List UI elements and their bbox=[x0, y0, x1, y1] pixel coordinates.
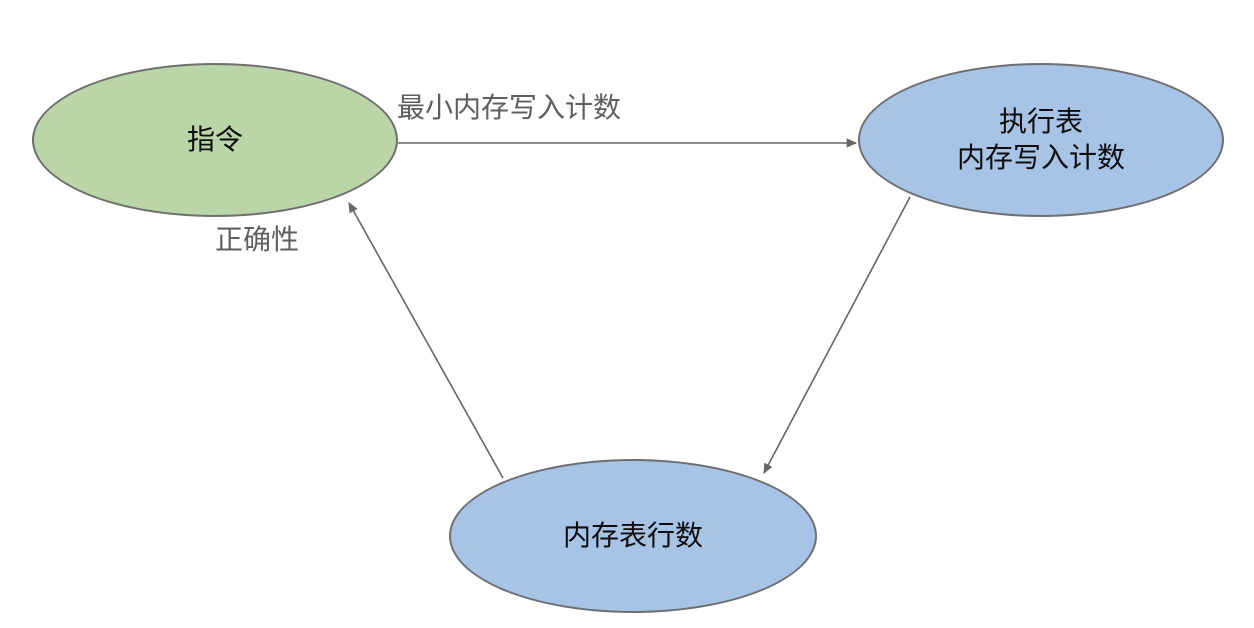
edge-label-correctness: 正确性 bbox=[215, 223, 300, 256]
node-instructions: 指令 bbox=[32, 63, 398, 217]
edge-label-min-memory-write-count: 最小内存写入计数 bbox=[397, 91, 622, 124]
node-execution-table-memory-write-count: 执行表 内存写入计数 bbox=[858, 63, 1224, 217]
edge-memory-rows-to-instructions bbox=[348, 202, 504, 479]
node-execution-table-label: 执行表 内存写入计数 bbox=[956, 105, 1125, 174]
node-memory-table-rows-label: 内存表行数 bbox=[562, 519, 703, 552]
node-instructions-label: 指令 bbox=[186, 123, 243, 156]
node-memory-table-row-count: 内存表行数 bbox=[449, 459, 817, 613]
edge-execution-table-to-memory-rows bbox=[763, 196, 911, 474]
